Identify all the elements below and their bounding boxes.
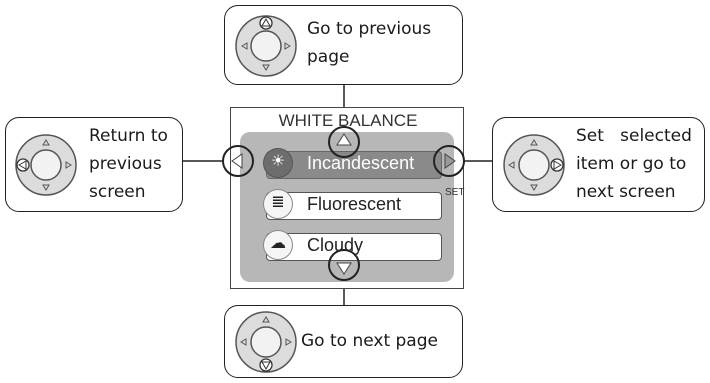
callout-right-line2: item or go to (576, 154, 687, 174)
menu-item-label: Cloudy (307, 235, 364, 255)
fluorescent-icon: ≣ (263, 189, 293, 219)
callout-right-line3: next screen (576, 182, 676, 202)
callout-bottom-line1: Go to next page (301, 331, 438, 351)
screen-title: WHITE BALANCE (278, 111, 418, 130)
multi-selector-down-icon (235, 311, 297, 373)
callout-next-page: Go to next page (224, 305, 463, 378)
menu-item-label: Fluorescent (307, 194, 402, 214)
callout-return-previous-screen: Return to previous screen (5, 117, 183, 212)
multi-selector-right-icon (503, 134, 565, 196)
multi-selector-up-icon (235, 15, 297, 77)
callout-set-item: Set selected item or go to next screen (492, 117, 705, 212)
callout-left-line1: Return to (89, 126, 168, 146)
multi-selector-left-icon (15, 134, 77, 196)
set-label: SET (445, 187, 465, 198)
callout-previous-page: Go to previous page (224, 5, 463, 85)
menu-item-label: Incandescent (307, 153, 415, 173)
callout-top-line1: Go to previous (307, 19, 432, 39)
callout-right-line1: Set selected (576, 126, 692, 146)
camera-lcd-screen: WHITE BALANCE ☀ Incandescent ≣ Fluoresce… (230, 107, 464, 289)
cloudy-icon: ☁ (263, 230, 293, 260)
menu-panel: ☀ Incandescent ≣ Fluorescent ☁ Cloudy SE… (240, 132, 464, 282)
callout-left-line2: previous (89, 154, 162, 174)
callout-top-line2: page (307, 47, 350, 67)
menu-item-fluorescent[interactable]: ≣ Fluorescent (263, 189, 442, 220)
incandescent-icon: ☀ (263, 148, 293, 178)
menu-item-cloudy[interactable]: ☁ Cloudy (263, 230, 442, 261)
menu-item-incandescent[interactable]: ☀ Incandescent (263, 148, 442, 179)
callout-left-line3: screen (89, 182, 146, 202)
